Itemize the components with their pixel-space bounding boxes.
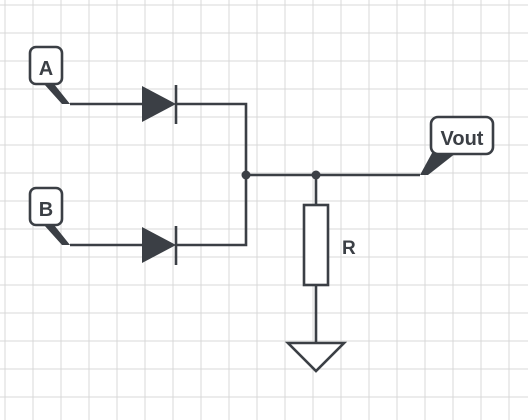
- input-label-b: B: [28, 186, 70, 245]
- wire-diode-a-out: [176, 102, 248, 247]
- output-label-vout-text: Vout: [441, 128, 484, 150]
- junction-dot-left: [241, 170, 251, 180]
- input-label-a: A: [28, 45, 70, 104]
- input-label-b-text: B: [39, 199, 53, 221]
- wires: [70, 102, 420, 343]
- diode-b: [142, 226, 178, 265]
- input-label-a-text: A: [39, 58, 53, 80]
- output-label-vout: Vout: [420, 115, 495, 175]
- resistor-label: R: [342, 238, 356, 259]
- junction-dot-right: [311, 170, 321, 180]
- ground-icon: [284, 341, 348, 373]
- diode-a: [142, 85, 178, 124]
- resistor: [302, 203, 330, 287]
